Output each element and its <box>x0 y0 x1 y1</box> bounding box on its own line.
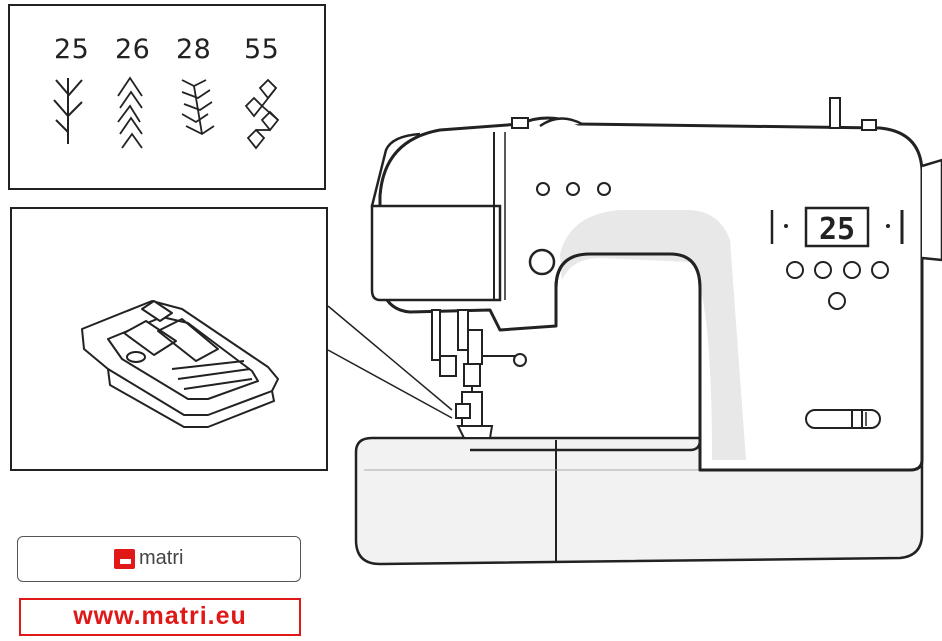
lcd-display-value: 25 <box>819 212 855 247</box>
stitch-26-icon <box>117 76 143 149</box>
brand-badge: matri <box>17 536 301 582</box>
top-buttons <box>536 182 611 196</box>
control-buttons <box>786 261 889 310</box>
stitch-number-55: 55 <box>244 34 280 65</box>
brand-name: matri <box>139 547 184 569</box>
stitch-25-icon <box>53 78 83 144</box>
presser-foot-panel <box>10 207 328 471</box>
lcd-display <box>804 206 870 248</box>
speed-slider <box>805 409 881 429</box>
stitch-number-26: 26 <box>115 34 151 65</box>
stitch-55-icon <box>244 78 280 150</box>
stitch-patterns-drawing <box>53 76 280 150</box>
stitch-patterns-panel: 25 26 28 55 <box>8 4 326 190</box>
stitch-28-icon <box>181 79 215 136</box>
stitch-number-25: 25 <box>54 34 90 65</box>
stitch-number-28: 28 <box>176 34 212 65</box>
callout-lines <box>327 305 453 419</box>
matri-logo-icon <box>114 549 135 569</box>
website-url[interactable]: www.matri.eu <box>73 602 247 630</box>
website-link[interactable]: www.matri.eu <box>19 598 301 636</box>
presser-foot-icon <box>81 300 279 428</box>
